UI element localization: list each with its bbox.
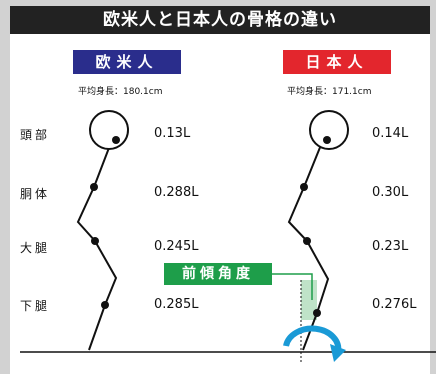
westerner-joint-knee — [101, 301, 109, 309]
westerner-label: 欧米人 — [73, 50, 181, 74]
forward-tilt-label: 前傾角度 — [164, 263, 272, 285]
page-title: 欧米人と日本人の骨格の違い — [10, 6, 430, 34]
westerner-ratio-torso: 0.288L — [154, 185, 199, 200]
westerner-ratio-shin: 0.285L — [154, 297, 199, 312]
japanese-ratio-head: 0.14L — [372, 126, 409, 141]
japanese-ratio-shin: 0.276L — [372, 297, 417, 312]
diagram-panel — [10, 34, 430, 374]
japanese-joint-hip — [303, 237, 311, 245]
westerner-average-height: 平均身長：180.1cm — [78, 87, 163, 97]
segment-label-thigh: 大腿 — [20, 241, 51, 255]
segment-label-torso: 胴体 — [20, 187, 51, 201]
westerner-ratio-head: 0.13L — [154, 126, 191, 141]
forward-tilt-connector — [272, 273, 313, 300]
japanese-ratio-thigh: 0.23L — [372, 239, 409, 254]
segment-label-head: 頭部 — [20, 128, 51, 142]
japanese-joint-knee — [313, 309, 321, 317]
rotate-arrow-icon — [283, 325, 346, 362]
japanese-skeleton — [287, 110, 349, 351]
westerner-head — [89, 110, 129, 150]
westerner-joint-hip-upper — [90, 183, 98, 191]
japanese-joint-neck — [323, 136, 331, 144]
japanese-label: 日本人 — [283, 50, 391, 74]
japanese-ratio-torso: 0.30L — [372, 185, 409, 200]
westerner-joint-hip — [91, 237, 99, 245]
forward-tilt-shade — [301, 280, 317, 320]
japanese-average-height: 平均身長：171.1cm — [287, 87, 372, 97]
japanese-head — [309, 110, 349, 150]
westerner-skeleton — [76, 110, 129, 351]
segment-label-shin: 下腿 — [20, 299, 51, 313]
westerner-ratio-thigh: 0.245L — [154, 239, 199, 254]
westerner-joint-neck — [112, 136, 120, 144]
japanese-joint-hip-upper — [300, 183, 308, 191]
